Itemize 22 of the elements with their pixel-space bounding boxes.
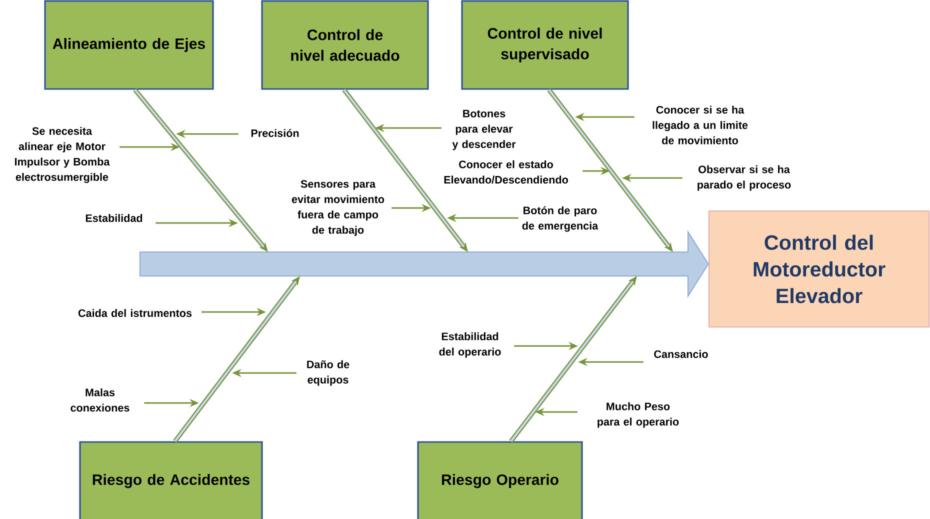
- category-box: Control de nivel supervisado: [461, 0, 629, 90]
- cause-label: Caida del istrumentos: [78, 309, 192, 317]
- cause-label: Estabilidad del operario: [439, 332, 501, 358]
- category-box: Riesgo de Accidentes: [79, 441, 263, 519]
- spine-arrow: [139, 230, 709, 298]
- cause-label: Cansancio: [654, 350, 708, 358]
- cause-label: Observar si se ha parado el proceso: [698, 165, 791, 191]
- cause-label: Malas conexiones: [70, 388, 130, 412]
- cause-label: Botones para elevar y descender: [452, 110, 516, 150]
- cause-label: Botón de paro de emergencia: [522, 206, 598, 232]
- cause-label: Conocer el estado Elevando/Descendiendo: [444, 160, 568, 184]
- category-box: Riesgo Operario: [417, 441, 583, 519]
- cause-label: Se necesita alinear eje Motor Impulsor y Bomba electrosumergible: [15, 126, 110, 184]
- cause-label: Conocer si se ha llegado a un limite de movimiento: [652, 106, 748, 144]
- cause-label: Mucho Peso para el operario: [598, 402, 679, 428]
- cause-label: Estabilidad: [86, 214, 142, 222]
- cause-label: Precisión: [251, 129, 299, 138]
- cause-label: Sensores para evitar movimiento fuera de campo de trabajo: [292, 180, 384, 236]
- category-box: Alineamiento de Ejes: [44, 0, 214, 90]
- effect-box: Control del Motoreductor Elevador: [708, 210, 930, 328]
- cause-label: Daño de equipos: [307, 360, 350, 386]
- category-box: Control de nivel adecuado: [261, 0, 429, 90]
